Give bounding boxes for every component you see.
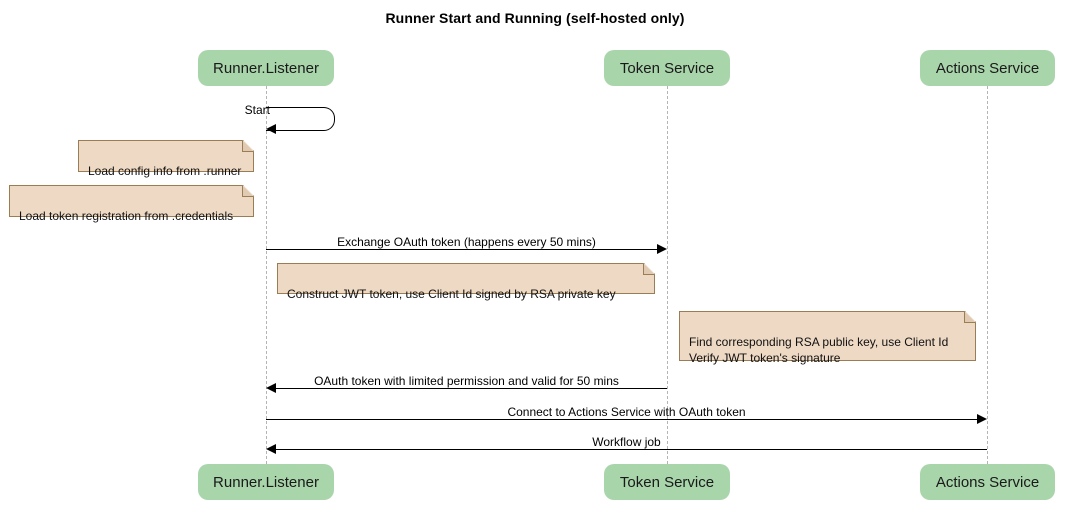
self-message-label-start: Start (244, 103, 270, 117)
participant-label: Runner.Listener (213, 473, 319, 491)
message-arrowhead-exchange-oauth-token (657, 244, 667, 254)
self-message-loop-start (266, 107, 335, 131)
note-text: Load config info from .runner (88, 164, 242, 178)
note-text: Find corresponding RSA public key, use C… (689, 335, 949, 365)
message-label-exchange-oauth-token: Exchange OAuth token (happens every 50 m… (337, 235, 596, 249)
note-verify-jwt: Find corresponding RSA public key, use C… (679, 311, 976, 365)
note-text: Load token registration from .credential… (19, 209, 234, 223)
participant-actions-bottom[interactable]: Actions Service (920, 464, 1055, 500)
note-fold-icon (243, 140, 254, 151)
participant-runner-bottom[interactable]: Runner.Listener (198, 464, 334, 500)
diagram-title: Runner Start and Running (self-hosted on… (385, 10, 685, 26)
lifeline-actions (987, 86, 988, 464)
participant-token-bottom[interactable]: Token Service (604, 464, 730, 500)
note-construct-jwt: Construct JWT token, use Client Id signe… (277, 263, 655, 301)
participant-label: Token Service (619, 59, 715, 77)
message-arrowhead-oauth-token-returned (266, 383, 276, 393)
lifeline-token (667, 86, 668, 464)
participant-actions-top[interactable]: Actions Service (920, 50, 1055, 86)
message-label-workflow-job: Workflow job (592, 435, 661, 449)
message-arrowhead-connect-actions-service (977, 414, 987, 424)
message-line-connect-actions-service (266, 419, 977, 420)
participant-token-top[interactable]: Token Service (604, 50, 730, 86)
message-line-exchange-oauth-token (266, 249, 657, 250)
message-line-workflow-job (276, 449, 987, 450)
note-fold-icon (644, 263, 655, 274)
self-message-arrowhead-start (266, 124, 276, 134)
participant-runner-top[interactable]: Runner.Listener (198, 50, 334, 86)
note-text: Construct JWT token, use Client Id signe… (287, 287, 616, 301)
participant-label: Runner.Listener (213, 59, 319, 77)
message-arrowhead-workflow-job (266, 444, 276, 454)
message-label-oauth-token-returned: OAuth token with limited permission and … (314, 374, 619, 388)
message-label-connect-actions-service: Connect to Actions Service with OAuth to… (507, 405, 746, 419)
lifeline-runner (266, 86, 267, 464)
note-load-token-registration: Load token registration from .credential… (9, 185, 254, 223)
note-fold-icon (243, 185, 254, 196)
participant-label: Token Service (619, 473, 715, 491)
message-line-oauth-token-returned (276, 388, 667, 389)
note-load-config: Load config info from .runner (78, 140, 254, 178)
note-fold-icon (965, 311, 976, 322)
participant-label: Actions Service (935, 59, 1040, 77)
participant-label: Actions Service (935, 473, 1040, 491)
